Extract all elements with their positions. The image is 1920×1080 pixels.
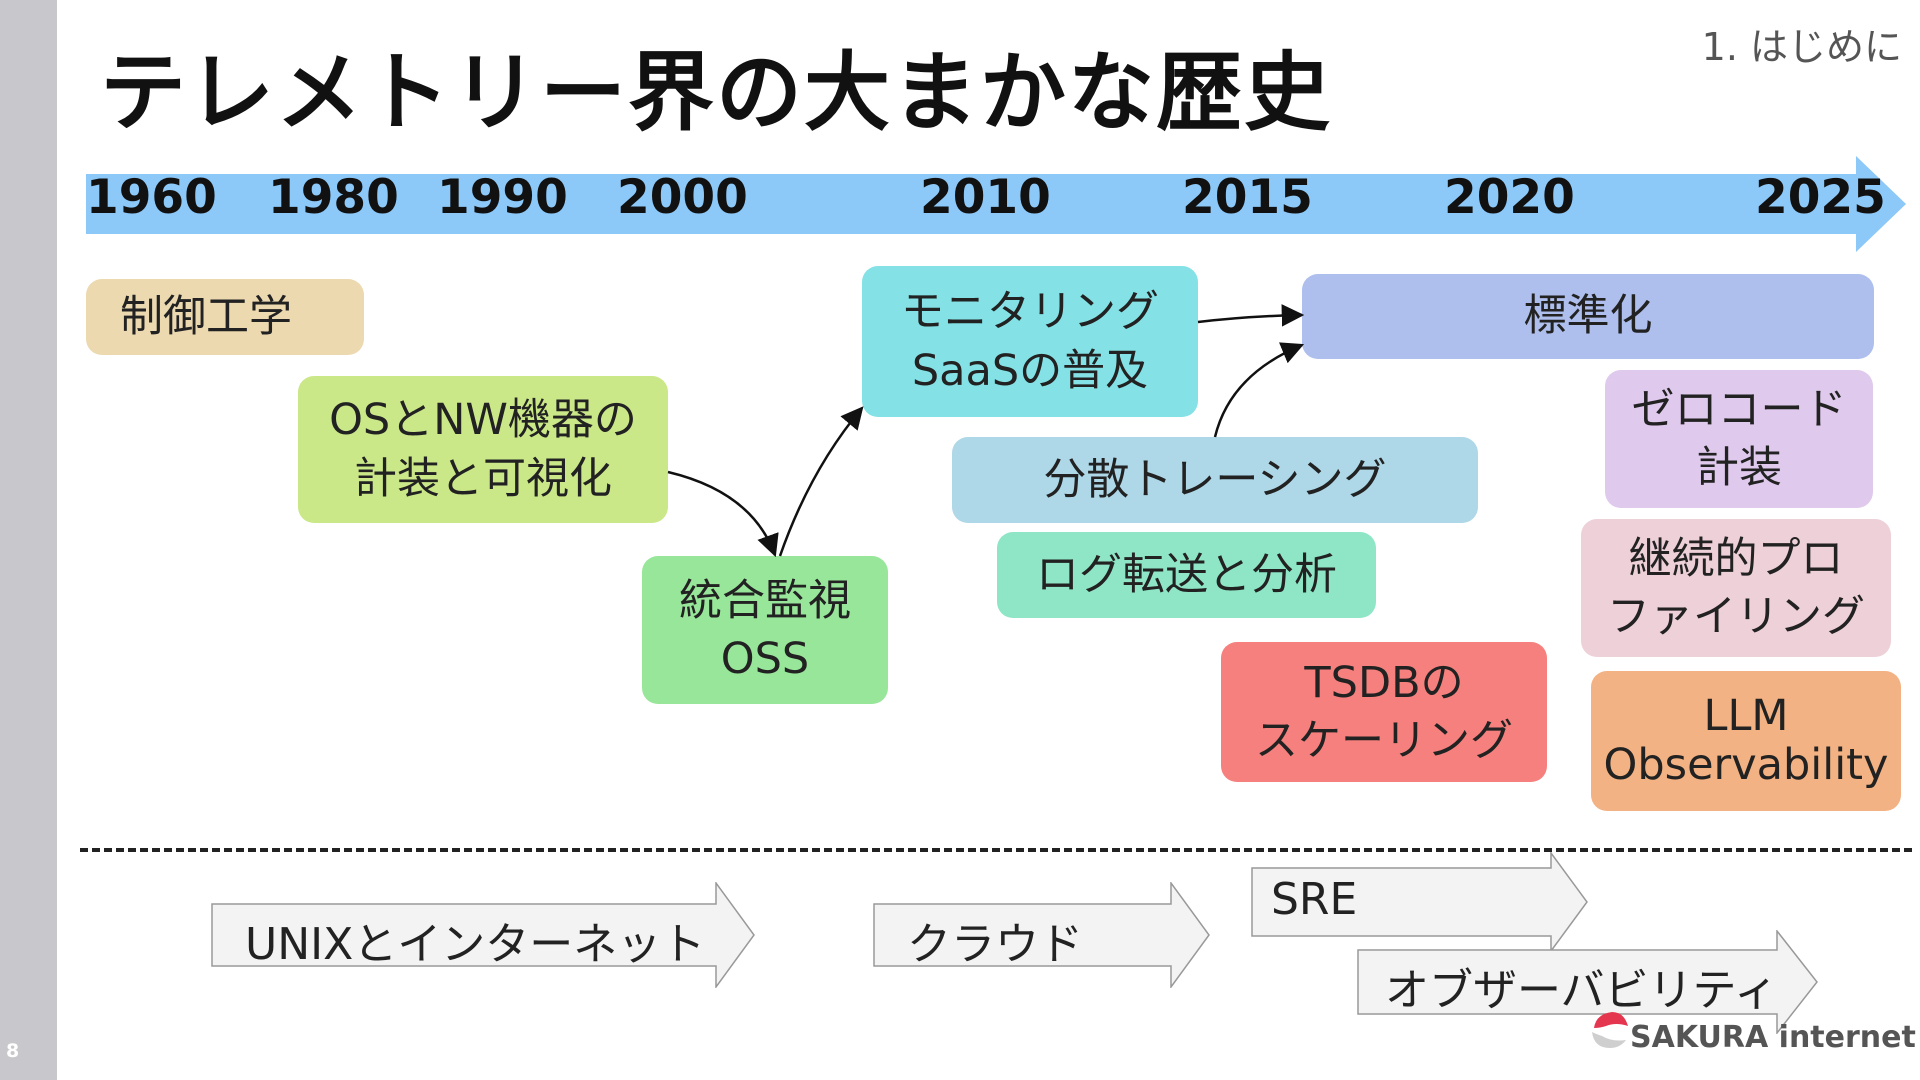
topic-line: モニタリング xyxy=(901,287,1159,338)
topic-line: 計装と可視化 xyxy=(354,453,612,504)
topic-line: Observability xyxy=(1603,740,1889,790)
sakura-logo-mark xyxy=(1592,1012,1628,1048)
topic-line: 継続的プロ xyxy=(1628,533,1844,584)
topic-control-engineering: 制御工学 xyxy=(86,279,364,355)
year-2020: 2020 xyxy=(1444,170,1575,225)
year-2025: 2025 xyxy=(1755,170,1886,225)
topic-log-forwarding: ログ転送と分析 xyxy=(997,532,1376,618)
topic-line: ログ転送と分析 xyxy=(1036,549,1337,600)
era-label: クラウド xyxy=(907,919,1083,970)
topic-tsdb-scaling: TSDBの スケーリング xyxy=(1221,642,1547,782)
year-2010: 2010 xyxy=(920,170,1051,225)
arrow-saas-to-standard xyxy=(1197,304,1305,327)
logo-text: SAKURA internet xyxy=(1630,1020,1916,1055)
arrow-tracing-to-standard xyxy=(1213,342,1305,438)
topic-line: LLM xyxy=(1703,690,1789,741)
timeline-arrow xyxy=(86,156,1906,252)
era-label: UNIXとインターネット xyxy=(245,919,706,970)
year-2015: 2015 xyxy=(1182,170,1313,225)
topic-monitoring-saas: モニタリング SaaSの普及 xyxy=(862,266,1198,417)
arrow-os-to-oss xyxy=(667,470,779,558)
topic-standardization: 標準化 xyxy=(1302,274,1874,359)
topic-os-nw-instrumentation: OSとNW機器の 計装と可視化 xyxy=(298,376,668,523)
era-label: オブザーバビリティ xyxy=(1385,965,1778,1016)
section-label: 1. はじめに xyxy=(1701,25,1902,69)
era-unix-internet: UNIXとインターネット xyxy=(211,882,756,988)
year-1990: 1990 xyxy=(437,170,568,225)
year-1960: 1960 xyxy=(86,170,217,225)
topic-line: 分散トレーシング xyxy=(1043,454,1387,505)
era-cloud: クラウド xyxy=(873,882,1211,988)
topic-llm-observability: LLM Observability xyxy=(1591,671,1901,811)
page-number: 8 xyxy=(6,1040,20,1062)
era-observability: オブザーバビリティ xyxy=(1357,930,1819,1034)
topic-line: スケーリング xyxy=(1255,716,1513,766)
topic-line: OSとNW機器の xyxy=(329,395,637,446)
topic-distributed-tracing: 分散トレーシング xyxy=(952,437,1478,523)
arrow-oss-to-saas xyxy=(778,406,864,557)
dashed-divider xyxy=(80,848,1912,852)
year-2000: 2000 xyxy=(617,170,748,225)
topic-line: SaaSの普及 xyxy=(911,345,1149,396)
topic-line: ゼロコード xyxy=(1631,384,1847,435)
topic-integrated-monitoring-oss: 統合監視 OSS xyxy=(642,556,888,704)
topic-line: 標準化 xyxy=(1523,291,1653,342)
sidebar-strip: 8 xyxy=(0,0,57,1080)
topic-line: OSS xyxy=(720,634,810,684)
year-1980: 1980 xyxy=(268,170,399,225)
topic-line: ファイリング xyxy=(1607,592,1865,642)
topic-continuous-profiling: 継続的プロ ファイリング xyxy=(1581,519,1891,657)
topic-zero-code-instrumentation: ゼロコード 計装 xyxy=(1605,370,1873,508)
era-label: SRE xyxy=(1271,874,1358,925)
era-sre: SRE xyxy=(1251,852,1589,952)
topic-line: 制御工学 xyxy=(120,291,292,342)
sakura-internet-logo: SAKURA internet xyxy=(1588,1002,1916,1062)
topic-line: 統合監視 xyxy=(679,575,851,626)
topic-line: TSDBの xyxy=(1304,657,1464,708)
topic-line: 計装 xyxy=(1696,443,1782,493)
slide-title: テレメトリー界の大まかな歴史 xyxy=(100,43,1332,143)
